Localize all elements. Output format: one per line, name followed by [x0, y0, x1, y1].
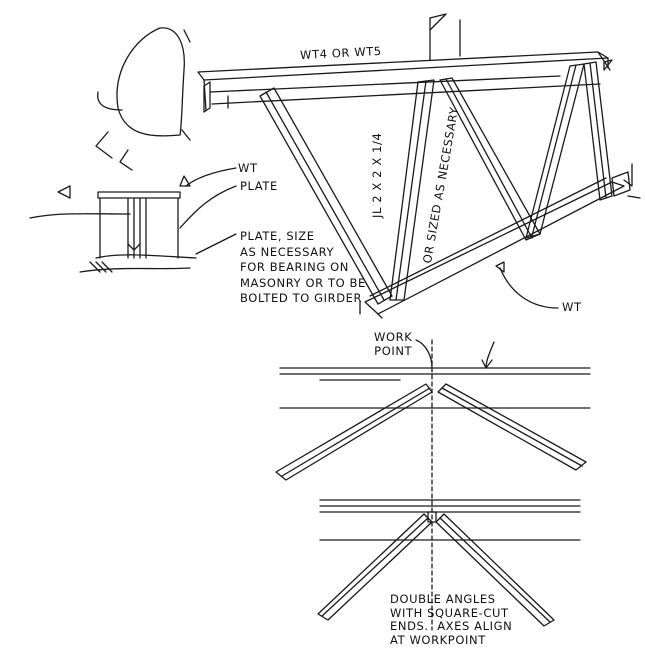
joist-profile-sketch: [95, 27, 191, 171]
bottom-wt-label: WT: [562, 300, 582, 314]
diagonal-size-label: JL 2 x 2 x 1/4: [370, 132, 384, 218]
work-point-label: WORK POINT: [374, 330, 413, 358]
double-angles-detail: [317, 499, 581, 627]
wt-leader: [499, 267, 559, 309]
joist-3d-sketch: [197, 13, 641, 319]
double-angles-note: DOUBLE ANGLES WITH SQUARE-CUT ENDS. AXES…: [390, 592, 513, 647]
work-point-detail: [275, 339, 591, 631]
bearing-plate-detail: [29, 167, 237, 273]
plate-note: PLATE, SIZE AS NECESSARY FOR BEARING ON …: [240, 229, 366, 305]
detail-wt-label: WT: [238, 161, 258, 175]
wt-leader-arrow: [495, 261, 505, 273]
detail-plate-label: PLATE: [240, 179, 278, 193]
